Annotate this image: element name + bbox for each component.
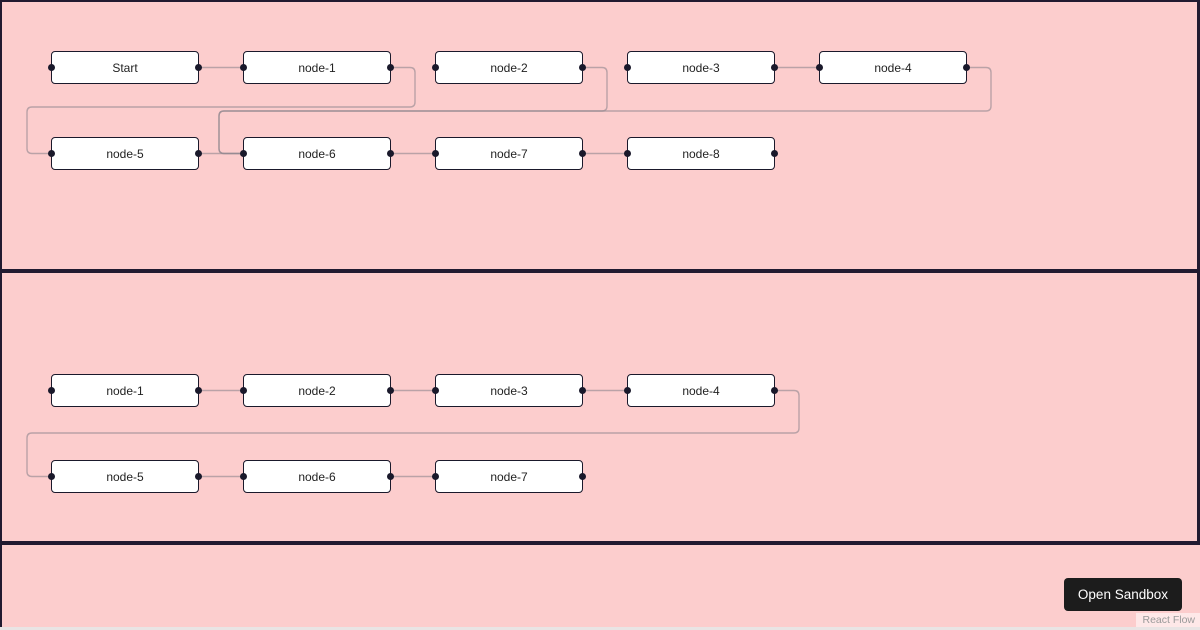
- node-label: node-3: [490, 383, 528, 398]
- node-label: Start: [112, 60, 138, 75]
- react-flow-attribution[interactable]: React Flow: [1136, 613, 1200, 628]
- flow-node-flow-a-start[interactable]: Start: [48, 51, 202, 84]
- target-handle[interactable]: [48, 473, 55, 480]
- node-label: node-1: [106, 383, 144, 398]
- flow-node-flow-a-n2[interactable]: node-2: [432, 51, 586, 84]
- target-handle[interactable]: [240, 473, 247, 480]
- source-handle[interactable]: [387, 387, 394, 394]
- target-handle[interactable]: [432, 387, 439, 394]
- source-handle[interactable]: [771, 150, 778, 157]
- target-handle[interactable]: [624, 64, 631, 71]
- target-handle[interactable]: [48, 387, 55, 394]
- flow-pane-bottom[interactable]: [0, 545, 1200, 630]
- page-bottom-scroll-strip: [0, 627, 1200, 630]
- target-handle[interactable]: [240, 387, 247, 394]
- flow-node-flow-b-n5[interactable]: node-5: [48, 460, 202, 493]
- target-handle[interactable]: [432, 150, 439, 157]
- source-handle[interactable]: [195, 150, 202, 157]
- flow-node-flow-a-n7[interactable]: node-7: [432, 137, 586, 170]
- node-label: node-1: [298, 60, 336, 75]
- node-label: node-5: [106, 469, 144, 484]
- flow-node-flow-b-n3[interactable]: node-3: [432, 374, 586, 407]
- flow-node-flow-a-n5[interactable]: node-5: [48, 137, 202, 170]
- target-handle[interactable]: [240, 150, 247, 157]
- flow-node-flow-b-n1[interactable]: node-1: [48, 374, 202, 407]
- target-handle[interactable]: [240, 64, 247, 71]
- source-handle[interactable]: [387, 473, 394, 480]
- node-label: node-6: [298, 469, 336, 484]
- source-handle[interactable]: [771, 387, 778, 394]
- target-handle[interactable]: [624, 150, 631, 157]
- source-handle[interactable]: [579, 150, 586, 157]
- flow-node-flow-a-n1[interactable]: node-1: [240, 51, 394, 84]
- target-handle[interactable]: [48, 150, 55, 157]
- source-handle[interactable]: [579, 387, 586, 394]
- node-label: node-8: [682, 146, 720, 161]
- source-handle[interactable]: [195, 387, 202, 394]
- flow-node-flow-b-n7[interactable]: node-7: [432, 460, 586, 493]
- node-label: node-2: [490, 60, 528, 75]
- target-handle[interactable]: [624, 387, 631, 394]
- target-handle[interactable]: [48, 64, 55, 71]
- source-handle[interactable]: [195, 473, 202, 480]
- source-handle[interactable]: [387, 64, 394, 71]
- source-handle[interactable]: [195, 64, 202, 71]
- flow-pane-middle[interactable]: [0, 273, 1200, 541]
- flow-pane-top[interactable]: [0, 0, 1200, 270]
- flow-node-flow-a-n6[interactable]: node-6: [240, 137, 394, 170]
- flow-node-flow-b-n6[interactable]: node-6: [240, 460, 394, 493]
- node-label: node-4: [874, 60, 912, 75]
- source-handle[interactable]: [387, 150, 394, 157]
- node-label: node-5: [106, 146, 144, 161]
- node-label: node-2: [298, 383, 336, 398]
- panel-divider: [0, 541, 1200, 545]
- target-handle[interactable]: [816, 64, 823, 71]
- source-handle[interactable]: [963, 64, 970, 71]
- panel-divider: [0, 269, 1200, 273]
- node-label: node-7: [490, 469, 528, 484]
- source-handle[interactable]: [579, 473, 586, 480]
- node-label: node-4: [682, 383, 720, 398]
- open-sandbox-button[interactable]: Open Sandbox: [1063, 578, 1182, 611]
- flow-node-flow-a-n8[interactable]: node-8: [624, 137, 778, 170]
- flow-node-flow-a-n3[interactable]: node-3: [624, 51, 778, 84]
- node-label: node-7: [490, 146, 528, 161]
- target-handle[interactable]: [432, 64, 439, 71]
- flow-node-flow-b-n2[interactable]: node-2: [240, 374, 394, 407]
- source-handle[interactable]: [579, 64, 586, 71]
- flow-node-flow-b-n4[interactable]: node-4: [624, 374, 778, 407]
- node-label: node-3: [682, 60, 720, 75]
- target-handle[interactable]: [432, 473, 439, 480]
- flow-node-flow-a-n4[interactable]: node-4: [816, 51, 970, 84]
- source-handle[interactable]: [771, 64, 778, 71]
- node-label: node-6: [298, 146, 336, 161]
